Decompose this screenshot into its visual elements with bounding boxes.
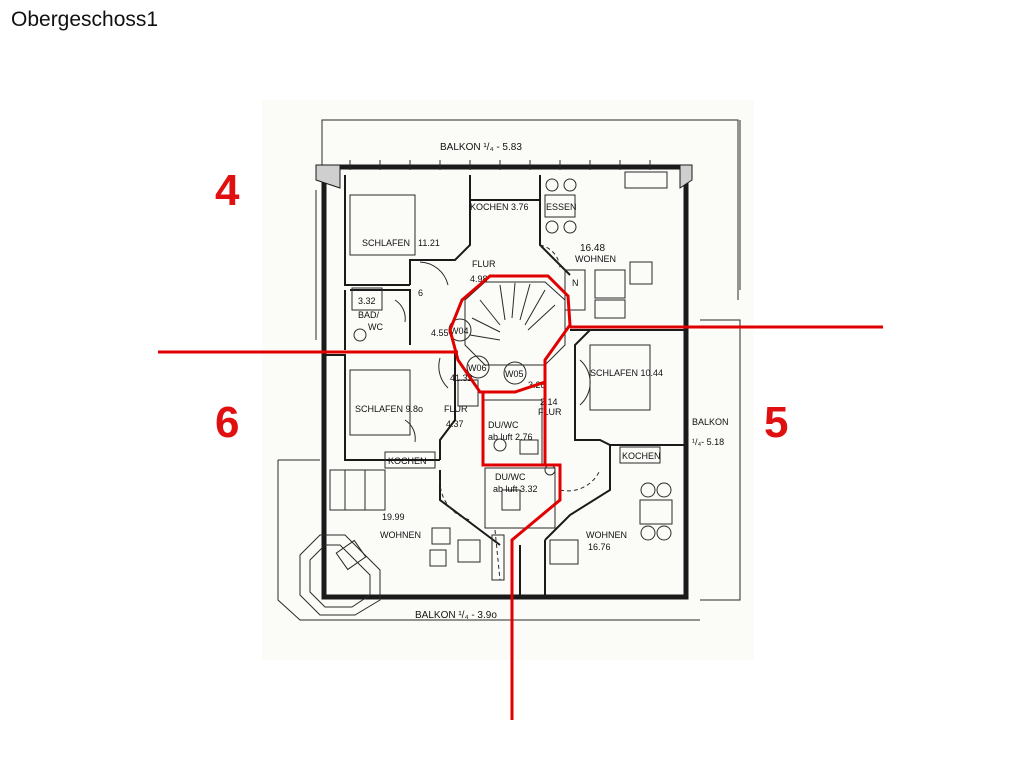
kochen-l-label: KOCHEN [388, 456, 427, 466]
balkon-bottom-label: BALKON ¹/₄ - 3.9o [415, 610, 497, 621]
w06-tag: W06 [468, 363, 487, 373]
red-unit-divider [158, 274, 883, 720]
interior-walls [325, 175, 685, 595]
zone-5-label: 5 [764, 398, 788, 447]
duwc-1-area: ab luft 2.76 [488, 432, 533, 442]
kochen-top-label: KOCHEN 3.76 [470, 202, 529, 212]
balkon-right-area: ¹/₄- 5.18 [692, 437, 724, 447]
wohnen-br-area: 16.76 [588, 542, 611, 552]
wohnen-tr-area: 16.48 [580, 243, 605, 254]
wohnen-bl-label: WOHNEN [380, 530, 421, 540]
furniture [299, 171, 673, 616]
area-4132: 41.32 [450, 373, 473, 383]
wohnen-tr-label: WOHNEN [575, 254, 616, 264]
schlafen-tl-area: 11.21 [418, 238, 440, 248]
duwc-1-label: DU/WC [488, 420, 519, 430]
wohnen-br-label: WOHNEN [586, 530, 627, 540]
flur-r-area: 2.14 [540, 397, 558, 407]
duwc-2-label: DU/WC [495, 472, 526, 482]
area-455: 4.55 [431, 328, 449, 338]
essen-label: ESSEN [546, 202, 577, 212]
flur-l-area: 4.37 [446, 419, 464, 429]
flur-top-label: FLUR [472, 259, 496, 269]
balkon-top-label: BALKON ¹/₄ - 5.83 [440, 142, 522, 153]
n-label: N [572, 278, 579, 288]
bad-area: 3.32 [358, 296, 376, 306]
flur-r-label: FLUR [538, 407, 562, 417]
balcony-outlines [277, 119, 741, 621]
wc-label: WC [368, 322, 383, 332]
schlafen-l-label: SCHLAFEN 9.8o [355, 404, 423, 414]
balkon-right-label: BALKON [692, 417, 729, 427]
flur-l-label: FLUR [444, 404, 468, 414]
schlafen-tl-label: SCHLAFEN [362, 238, 410, 248]
six-mark: 6 [418, 288, 423, 298]
zone-6-label: 6 [215, 398, 239, 447]
flur-top-area: 4.98 [470, 274, 488, 284]
duwc-2-area: ab luft 3.32 [493, 484, 538, 494]
bad-label: BAD/ [358, 310, 380, 320]
wohnen-bl-area: 19.99 [382, 512, 405, 522]
zone-4-label: 4 [215, 166, 240, 215]
schlafen-r-label: SCHLAFEN 10.44 [590, 368, 663, 378]
w04-tag: W04 [450, 326, 469, 336]
room-labels: BALKON ¹/₄ - 5.83 BALKON ¹/₄ - 3.9o BALK… [355, 142, 729, 621]
exterior-walls [315, 160, 693, 600]
page-title: Obergeschoss1 [11, 8, 159, 31]
kochen-r-label: KOCHEN [622, 451, 661, 461]
w05-tag: W05 [505, 369, 524, 379]
